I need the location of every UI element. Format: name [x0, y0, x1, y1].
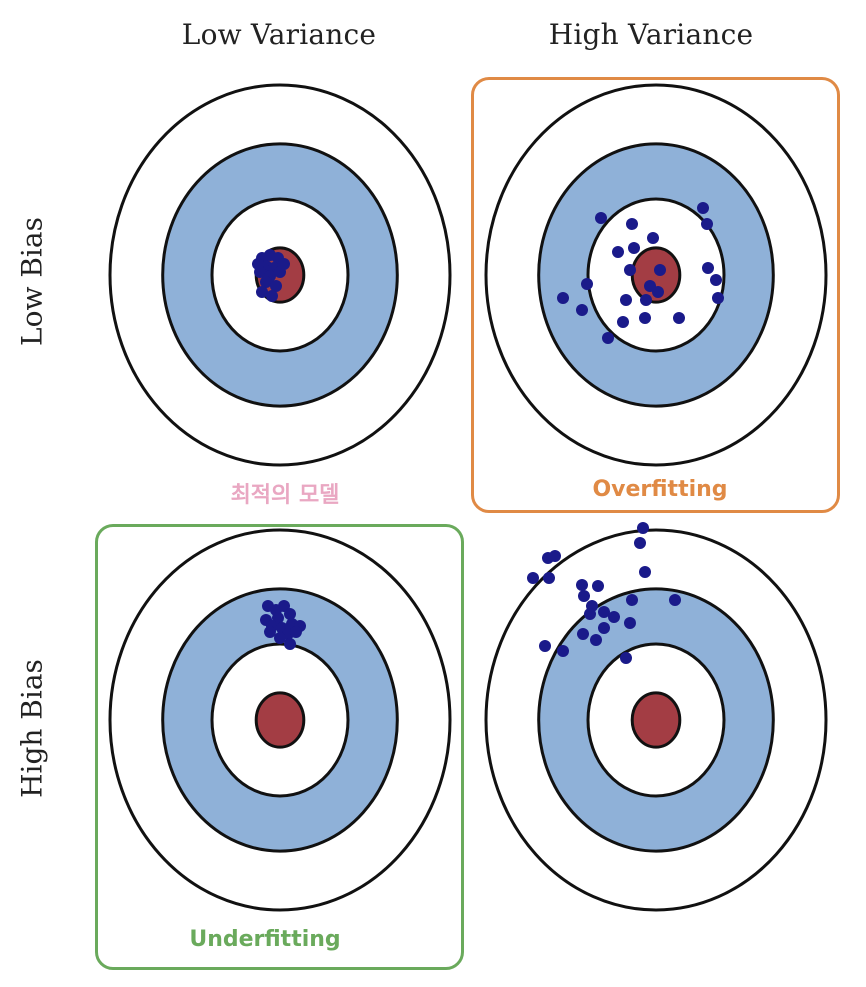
shot-dot: [701, 218, 713, 230]
underfitting-highlight-box: [95, 524, 464, 970]
target-low-bias-low-variance: [108, 83, 452, 467]
shot-dot: [592, 580, 604, 592]
target-high-bias-low-variance: [108, 528, 452, 912]
shot-dot: [647, 232, 659, 244]
shot-dot: [624, 264, 636, 276]
overfitting-highlight-box: [471, 77, 840, 513]
shot-dot: [640, 294, 652, 306]
shot-dot: [290, 626, 302, 638]
bullseye: [630, 691, 682, 749]
shot-dot: [274, 632, 286, 644]
shot-dot: [612, 246, 624, 258]
shot-dot: [639, 312, 651, 324]
shot-dot: [557, 292, 569, 304]
shot-dot: [539, 640, 551, 652]
caption-optimal-model: 최적의 모델: [230, 483, 340, 508]
shot-dot: [602, 332, 614, 344]
shot-dot: [264, 626, 276, 638]
shot-dot: [626, 218, 638, 230]
column-header-low-variance: Low Variance: [181, 18, 377, 51]
shot-dot: [654, 264, 666, 276]
shot-dot: [628, 242, 640, 254]
shot-dot: [252, 258, 264, 270]
shot-dot: [697, 202, 709, 214]
caption-overfitting: Overfitting: [592, 477, 728, 502]
shot-dot: [712, 292, 724, 304]
shot-dot: [590, 634, 602, 646]
shot-dot: [260, 276, 272, 288]
shot-dot: [608, 611, 620, 623]
shot-dot: [598, 606, 610, 618]
shot-dot: [617, 316, 629, 328]
shot-dot: [581, 278, 593, 290]
shot-dot: [576, 304, 588, 316]
shot-dot: [284, 608, 296, 620]
shot-dot: [584, 608, 596, 620]
shot-dot: [639, 566, 651, 578]
shot-dot: [527, 572, 539, 584]
shot-dot: [702, 262, 714, 274]
shot-dot: [673, 312, 685, 324]
shot-dot: [578, 590, 590, 602]
shot-dot: [266, 290, 278, 302]
shot-dot: [595, 212, 607, 224]
shot-dot: [284, 638, 296, 650]
column-header-high-variance: High Variance: [548, 18, 754, 51]
shot-dot: [710, 274, 722, 286]
shot-dot: [626, 594, 638, 606]
shot-dot: [270, 280, 282, 292]
bullseye: [254, 691, 306, 749]
caption-underfitting: Underfitting: [189, 927, 341, 952]
target-high-bias-high-variance: [484, 522, 828, 912]
shot-dot: [549, 550, 561, 562]
target-low-bias-high-variance: [484, 83, 828, 467]
shot-dot: [576, 579, 588, 591]
shot-dot: [256, 286, 268, 298]
shot-dot: [669, 594, 681, 606]
shot-dot: [543, 572, 555, 584]
shot-dot: [620, 652, 632, 664]
shot-dot: [644, 280, 656, 292]
shot-dot: [557, 645, 569, 657]
shot-dot: [278, 258, 290, 270]
shot-dot: [598, 622, 610, 634]
shot-dot: [637, 522, 649, 534]
shot-dot: [634, 537, 646, 549]
shot-dot: [577, 628, 589, 640]
shot-dot: [624, 617, 636, 629]
shot-dot: [620, 294, 632, 306]
